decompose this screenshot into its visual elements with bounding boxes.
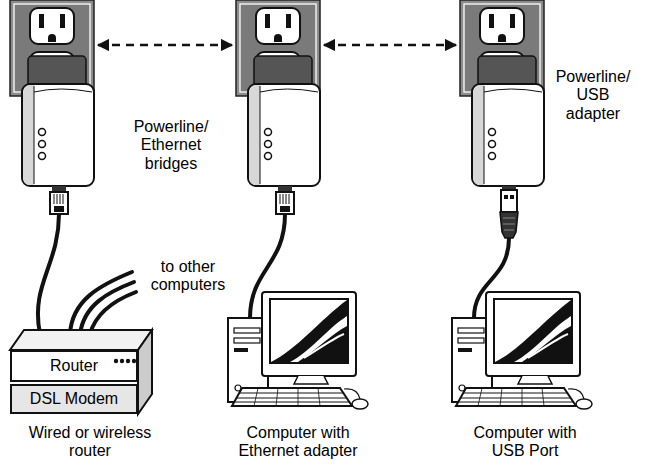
router-modem — [126, 359, 130, 363]
ethernet-plug — [276, 192, 294, 214]
usb-plug — [504, 195, 508, 199]
adapters — [22, 56, 544, 238]
powerline-links — [98, 45, 456, 46]
router-modem — [10, 330, 152, 350]
powerline-link — [98, 44, 232, 47]
usb-plug — [503, 218, 515, 230]
powerline-adapter — [248, 56, 320, 192]
device-label: Powerline/ Ethernet bridges — [130, 118, 212, 173]
router-modem — [138, 330, 152, 414]
node-label: Router — [50, 357, 98, 375]
desktop-computer — [452, 292, 592, 409]
computers — [228, 292, 592, 409]
powerline-adapter — [472, 56, 544, 192]
powerline-adapter — [22, 56, 94, 192]
powerline-link — [324, 44, 456, 47]
caption: Wired or wireless router — [15, 424, 165, 461]
router-modem — [120, 359, 124, 363]
ethernet-cable — [90, 292, 136, 334]
usb-plug — [510, 195, 514, 199]
router-modem — [10, 330, 152, 414]
cable-note: to other computers — [140, 258, 236, 295]
usb-plug — [501, 190, 517, 212]
modem-box: DSL Modem — [10, 384, 138, 414]
router-modem — [10, 384, 138, 414]
desktop-computer — [228, 292, 368, 409]
router-modem — [10, 350, 138, 382]
usb-plug — [500, 190, 518, 238]
usb-plug — [500, 212, 518, 238]
router-box: Router — [10, 350, 138, 382]
ethernet-cable — [38, 214, 59, 334]
node-label: DSL Modem — [30, 390, 118, 408]
caption: Computer with USB Port — [462, 424, 588, 461]
router-modem — [114, 359, 118, 363]
ethernet-plug — [50, 192, 68, 214]
ethernet-cable — [70, 272, 132, 334]
router-modem — [132, 359, 136, 363]
caption: Computer with Ethernet adapter — [228, 424, 368, 461]
device-label: Powerline/ USB adapter — [552, 68, 634, 123]
